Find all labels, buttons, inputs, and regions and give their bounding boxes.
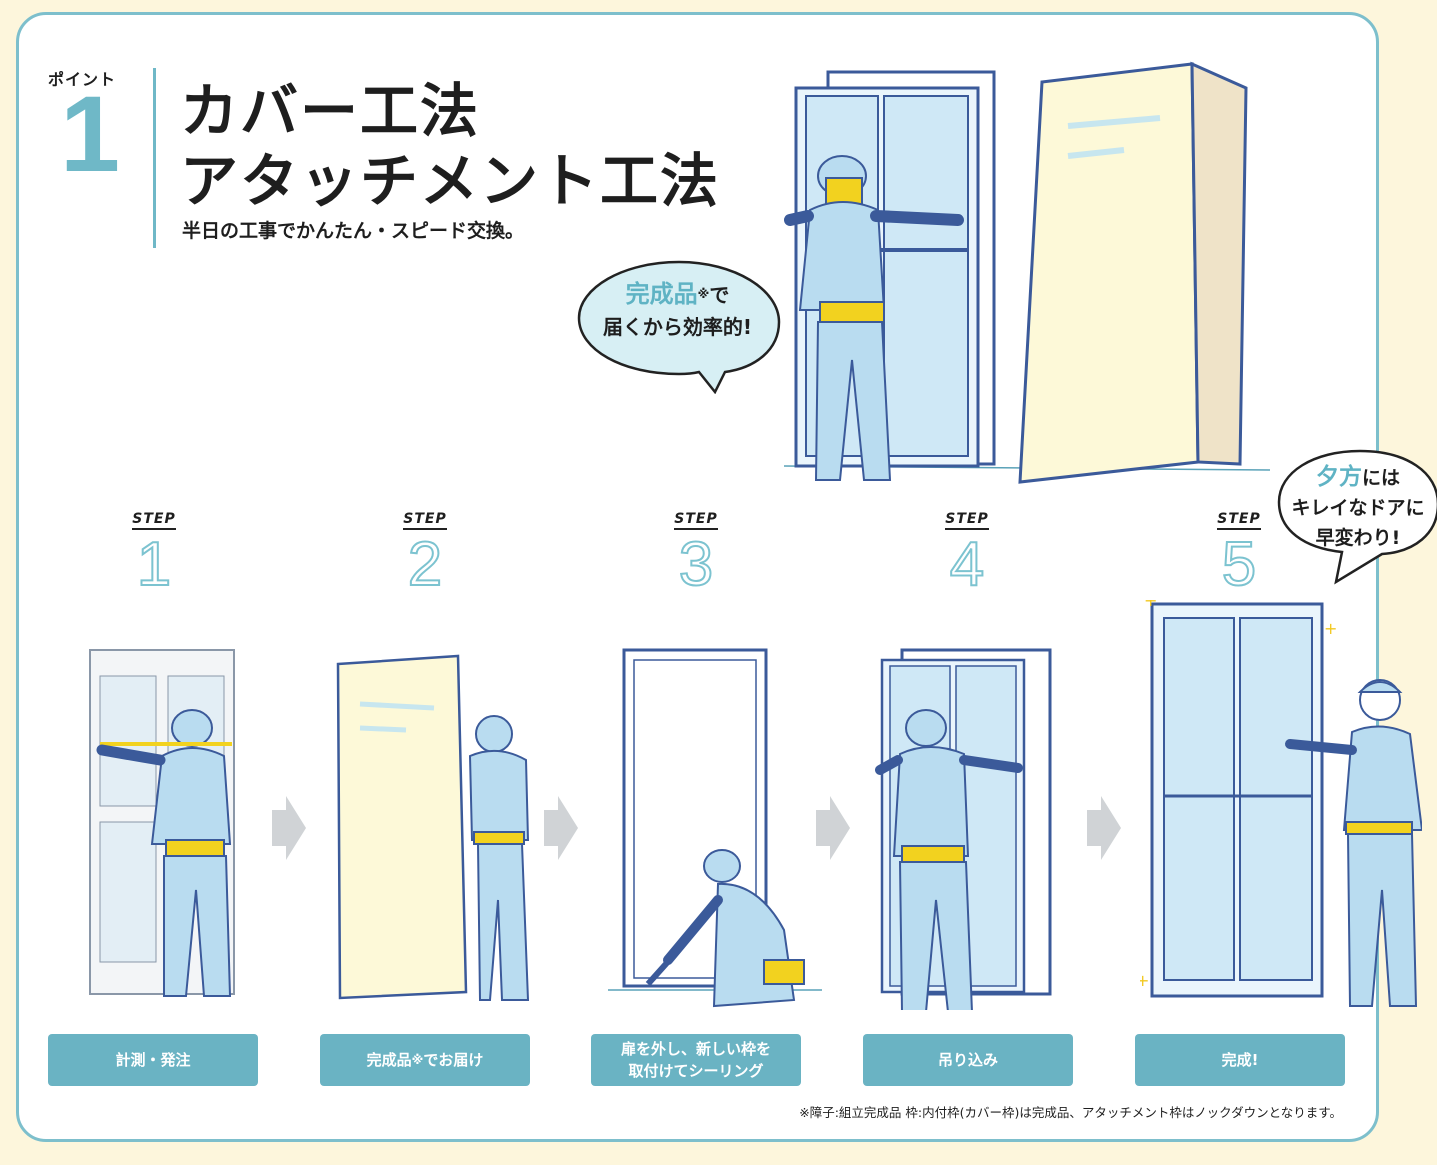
speech-bubble-right: 夕方には キレイなドアに 早変わり!: [1276, 448, 1437, 586]
caption-line1: 扉を外し、新しい枠を: [620, 1040, 771, 1058]
step-label: STEP: [403, 512, 447, 530]
caption-rest: でお届け: [423, 1051, 484, 1069]
step-header-1: STEP 1: [114, 508, 194, 599]
step-label: STEP: [945, 512, 989, 530]
footnote: ※障子:組立完成品 枠:内付枠(カバー枠)は完成品、アタッチメント枠はノックダウ…: [799, 1105, 1342, 1120]
step4-illustration: [875, 648, 1052, 1010]
arrow-right-icon: [544, 796, 578, 860]
step2-illustration: [336, 654, 530, 1001]
bubble-top-text: 完成品※で 届くから効率的!: [575, 278, 780, 343]
bubble-right-line2: キレイなドアに: [1291, 497, 1425, 519]
arrow-right-icon: [272, 796, 306, 860]
hero-illustration: [783, 61, 1271, 484]
bubble-right-suffix: には: [1361, 467, 1400, 489]
step-number: 2: [407, 530, 443, 599]
step-header-2: STEP 2: [385, 508, 465, 599]
bubble-right-line3: 早変わり!: [1315, 527, 1401, 549]
point-label: ポイント: [48, 70, 117, 89]
caption-main: 完成品: [366, 1051, 412, 1069]
bubble-top-highlight: 完成品: [625, 280, 698, 308]
step-label: STEP: [132, 512, 176, 530]
step-label: STEP: [1217, 512, 1261, 530]
step-label: STEP: [674, 512, 718, 530]
bubble-top-suffix: で: [709, 283, 730, 307]
step-number: 3: [678, 530, 714, 599]
step-header-3: STEP 3: [656, 508, 736, 599]
arrow-right-icon: [816, 796, 850, 860]
point-number: 1: [60, 73, 121, 194]
caption-text: 計測・発注: [115, 1051, 191, 1069]
divider: [153, 68, 156, 248]
caption-text: 吊り込み: [937, 1051, 998, 1069]
step3-caption: 扉を外し、新しい枠を 取付けてシーリング: [591, 1034, 801, 1086]
bubble-top-mark: ※: [697, 287, 710, 301]
step1-caption: 計測・発注: [48, 1034, 258, 1086]
step4-caption: 吊り込み: [863, 1034, 1073, 1086]
caption-mark: ※: [411, 1053, 424, 1067]
caption-text: 完成!: [1221, 1051, 1259, 1069]
bubble-top-line2: 届くから効率的!: [602, 315, 753, 339]
step1-illustration: [89, 649, 235, 997]
bubble-right-text: 夕方には キレイなドアに 早変わり!: [1276, 462, 1437, 553]
speech-bubble-top: 完成品※で 届くから効率的!: [575, 258, 785, 394]
bubble-shape: [577, 260, 781, 394]
sparkle-icon: +: [1324, 619, 1337, 638]
step5-illustration: + + +: [1140, 600, 1422, 1007]
bubble-right-highlight: 夕方: [1315, 464, 1362, 490]
step-number: 5: [1221, 530, 1257, 599]
sparkle-icon: +: [1144, 600, 1157, 610]
page-title: カバー工法 アタッチメント工法: [180, 76, 720, 216]
title-line1: カバー工法: [180, 77, 481, 145]
page-subtitle: 半日の工事でかんたん・スピード交換。: [182, 220, 525, 242]
step2-caption: 完成品※でお届け: [320, 1034, 530, 1086]
step-number: 1: [136, 530, 172, 599]
bubble-shape-right: [1277, 449, 1437, 585]
step-header-5: STEP 5: [1199, 508, 1279, 599]
sparkle-icon: +: [1140, 971, 1149, 990]
title-line2: アタッチメント工法: [180, 147, 721, 215]
step3-illustration: [608, 648, 822, 1008]
arrow-right-icon: [1087, 796, 1121, 860]
step-header-4: STEP 4: [927, 508, 1007, 599]
step5-caption: 完成!: [1135, 1034, 1345, 1086]
caption-line2: 取付けてシーリング: [628, 1062, 764, 1080]
step-number: 4: [949, 530, 985, 599]
